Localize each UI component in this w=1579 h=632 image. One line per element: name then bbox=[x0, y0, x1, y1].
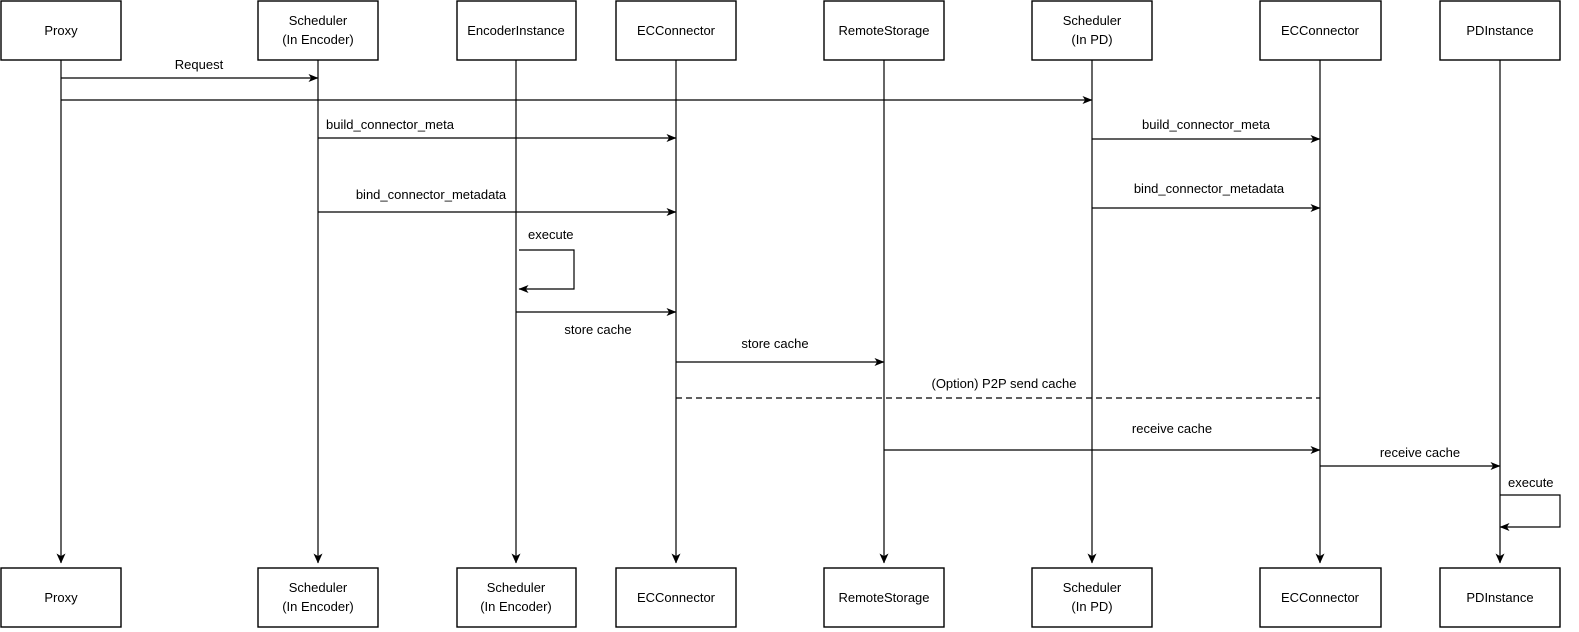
participant-footer-scheduler-enc[interactable]: Scheduler (In Encoder) bbox=[257, 567, 379, 628]
participant-footer-label-line1: Scheduler bbox=[1063, 580, 1122, 595]
participant-header-box bbox=[257, 0, 379, 61]
participant-footer-label: Proxy bbox=[44, 590, 78, 605]
participant-header-box bbox=[1031, 0, 1153, 61]
participant-header-label: Proxy bbox=[44, 23, 78, 38]
message-p2p-send-cache[interactable]: (Option) P2P send cache bbox=[676, 376, 1320, 399]
participant-header-label-line2: (In PD) bbox=[1071, 32, 1112, 47]
participant-header-label: ECConnector bbox=[637, 23, 716, 38]
self-message-path bbox=[1499, 494, 1561, 531]
participant-header-ecconnector-1[interactable]: ECConnector bbox=[615, 0, 737, 61]
participant-footer-label-line2: (In PD) bbox=[1071, 599, 1112, 614]
participant-header-label-line2: (In Encoder) bbox=[282, 32, 354, 47]
participant-footer-box bbox=[0, 567, 122, 628]
message-label: bind_connector_metadata bbox=[1134, 181, 1285, 196]
participant-footer-scheduler-pd[interactable]: Scheduler (In PD) bbox=[1031, 567, 1153, 628]
participant-footer-box bbox=[1259, 567, 1382, 628]
participant-header-remotestorage[interactable]: RemoteStorage bbox=[823, 0, 945, 61]
participant-footers-layer: Proxy Scheduler (In Encoder) Scheduler (In E… bbox=[0, 567, 1561, 628]
participant-header-proxy[interactable]: Proxy bbox=[0, 0, 122, 61]
message-label: build_connector_meta bbox=[1142, 117, 1271, 132]
participant-footer-box bbox=[1031, 567, 1153, 628]
participant-footer-box bbox=[257, 567, 379, 628]
participant-header-label-line1: Scheduler bbox=[289, 13, 348, 28]
participant-footer-pdinstance[interactable]: PDInstance bbox=[1439, 567, 1561, 628]
participant-header-encoder-inst[interactable]: EncoderInstance bbox=[456, 0, 577, 61]
message-label: receive cache bbox=[1132, 421, 1212, 436]
message-receive-cache-2[interactable]: receive cache bbox=[1320, 445, 1501, 470]
participant-footer-label: PDInstance bbox=[1466, 590, 1533, 605]
participant-footer-label: ECConnector bbox=[1281, 590, 1360, 605]
self-message-execute-pdinstance[interactable]: execute bbox=[1499, 475, 1561, 531]
lifelines-layer bbox=[56, 60, 1505, 564]
message-label: bind_connector_metadata bbox=[356, 187, 507, 202]
message-label: (Option) P2P send cache bbox=[931, 376, 1076, 391]
self-message-label: execute bbox=[1508, 475, 1554, 490]
participant-header-box bbox=[615, 0, 737, 61]
participant-header-box bbox=[1259, 0, 1382, 61]
message-bind-connector-metadata-enc[interactable]: bind_connector_metadata bbox=[318, 187, 677, 216]
participant-header-label: PDInstance bbox=[1466, 23, 1533, 38]
participant-footer-box bbox=[823, 567, 945, 628]
participant-footer-remotestorage[interactable]: RemoteStorage bbox=[823, 567, 945, 628]
participant-header-pdinstance[interactable]: PDInstance bbox=[1439, 0, 1561, 61]
participant-footer-label-line2: (In Encoder) bbox=[480, 599, 552, 614]
message-label: Request bbox=[175, 57, 224, 72]
participant-footer-box bbox=[456, 567, 577, 628]
participant-header-label: ECConnector bbox=[1281, 23, 1360, 38]
self-messages-layer: execute execute bbox=[518, 227, 1561, 531]
message-request[interactable]: Request bbox=[61, 57, 319, 82]
participant-header-scheduler-enc[interactable]: Scheduler (In Encoder) bbox=[257, 0, 379, 61]
message-build-connector-meta-enc[interactable]: build_connector_meta bbox=[318, 117, 677, 142]
self-message-execute-encoder[interactable]: execute bbox=[518, 227, 575, 293]
messages-layer: Request build_connector_meta build_connect… bbox=[61, 57, 1501, 470]
participant-footer-ecconnector-1[interactable]: ECConnector bbox=[615, 567, 737, 628]
participant-footer-ecconnector-2[interactable]: ECConnector bbox=[1259, 567, 1382, 628]
participant-header-ecconnector-2[interactable]: ECConnector bbox=[1259, 0, 1382, 61]
participant-footer-proxy[interactable]: Proxy bbox=[0, 567, 122, 628]
message-build-connector-meta-pd[interactable]: build_connector_meta bbox=[1092, 117, 1321, 143]
participant-header-box bbox=[1439, 0, 1561, 61]
message-label: build_connector_meta bbox=[326, 117, 455, 132]
participant-header-label-line1: Scheduler bbox=[1063, 13, 1122, 28]
participant-header-label: RemoteStorage bbox=[838, 23, 929, 38]
self-message-path bbox=[518, 249, 575, 293]
participant-footer-box bbox=[615, 567, 737, 628]
participant-footer-label-line2: (In Encoder) bbox=[282, 599, 354, 614]
participant-header-box bbox=[0, 0, 122, 61]
participant-header-label: EncoderInstance bbox=[467, 23, 565, 38]
participant-footer-label-line1: Scheduler bbox=[289, 580, 348, 595]
participant-headers-layer: Proxy Scheduler (In Encoder) EncoderInstanc… bbox=[0, 0, 1561, 61]
participant-header-scheduler-pd[interactable]: Scheduler (In PD) bbox=[1031, 0, 1153, 61]
message-receive-cache-1[interactable]: receive cache bbox=[884, 421, 1321, 454]
message-store-cache-enc[interactable]: store cache bbox=[516, 308, 677, 337]
participant-footer-label-line1: Scheduler bbox=[487, 580, 546, 595]
participant-footer-encoder-inst[interactable]: Scheduler (In Encoder) bbox=[456, 567, 577, 628]
message-bind-connector-metadata-pd[interactable]: bind_connector_metadata bbox=[1092, 181, 1321, 212]
participant-footer-label: RemoteStorage bbox=[838, 590, 929, 605]
participant-footer-label: ECConnector bbox=[637, 590, 716, 605]
participant-header-box bbox=[456, 0, 577, 61]
participant-footer-box bbox=[1439, 567, 1561, 628]
message-label: store cache bbox=[564, 322, 631, 337]
self-message-label: execute bbox=[528, 227, 574, 242]
message-label: receive cache bbox=[1380, 445, 1460, 460]
message-store-cache-remote[interactable]: store cache bbox=[676, 336, 885, 366]
message-label: store cache bbox=[741, 336, 808, 351]
participant-header-box bbox=[823, 0, 945, 61]
